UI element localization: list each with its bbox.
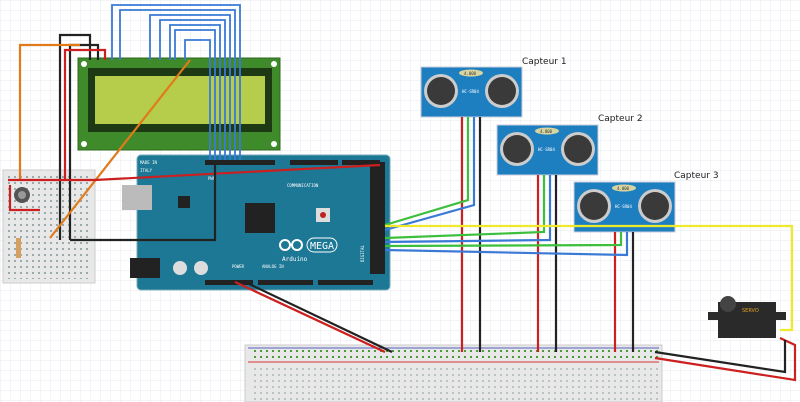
sensor-1: 4.000 HC-SR04 bbox=[420, 66, 523, 118]
arduino-logo bbox=[279, 239, 303, 251]
arduino-label: Arduino bbox=[282, 256, 308, 263]
small-breadboard bbox=[2, 169, 96, 284]
sensor-2: 4.000 HC-SR04 bbox=[496, 124, 599, 176]
mega-label: MEGA bbox=[310, 241, 334, 252]
communication-label: COMMUNICATION bbox=[287, 183, 319, 188]
power-jack bbox=[130, 258, 160, 278]
analog-in-label: ANALOG IN bbox=[262, 264, 284, 269]
main-breadboard bbox=[244, 344, 663, 402]
italy-label: ITALY bbox=[140, 168, 153, 173]
digital-label: DIGITAL bbox=[360, 245, 365, 262]
arduino-mega-board: MADE IN ITALY COMMUNICATION POWER ANALOG… bbox=[122, 154, 391, 291]
svg-text:HC-SR04: HC-SR04 bbox=[462, 89, 479, 94]
sensor-1-label: Capteur 1 bbox=[522, 57, 567, 67]
svg-text:HC-SR04: HC-SR04 bbox=[538, 147, 555, 152]
svg-text:4.000: 4.000 bbox=[464, 71, 477, 76]
servo-label: SERVO bbox=[742, 308, 759, 314]
sensor-2-label: Capteur 2 bbox=[598, 114, 643, 124]
svg-text:4.000: 4.000 bbox=[540, 129, 553, 134]
made-in-label: MADE IN bbox=[140, 160, 157, 165]
power-label: POWER bbox=[232, 264, 245, 269]
wires bbox=[8, 4, 797, 382]
sensor-3-label: Capteur 3 bbox=[674, 171, 719, 181]
lcd-display bbox=[77, 57, 281, 151]
lcd-screen bbox=[95, 76, 265, 124]
servo-motor: SERVO bbox=[708, 296, 786, 338]
resistor bbox=[16, 238, 21, 258]
pwm-label: PWM bbox=[208, 176, 216, 181]
svg-text:HC-SR04: HC-SR04 bbox=[615, 204, 632, 209]
svg-text:4.000: 4.000 bbox=[617, 186, 630, 191]
sensor-3: 4.000 HC-SR04 bbox=[573, 181, 676, 233]
usb-port bbox=[122, 185, 152, 210]
microcontroller-chip bbox=[245, 203, 275, 233]
